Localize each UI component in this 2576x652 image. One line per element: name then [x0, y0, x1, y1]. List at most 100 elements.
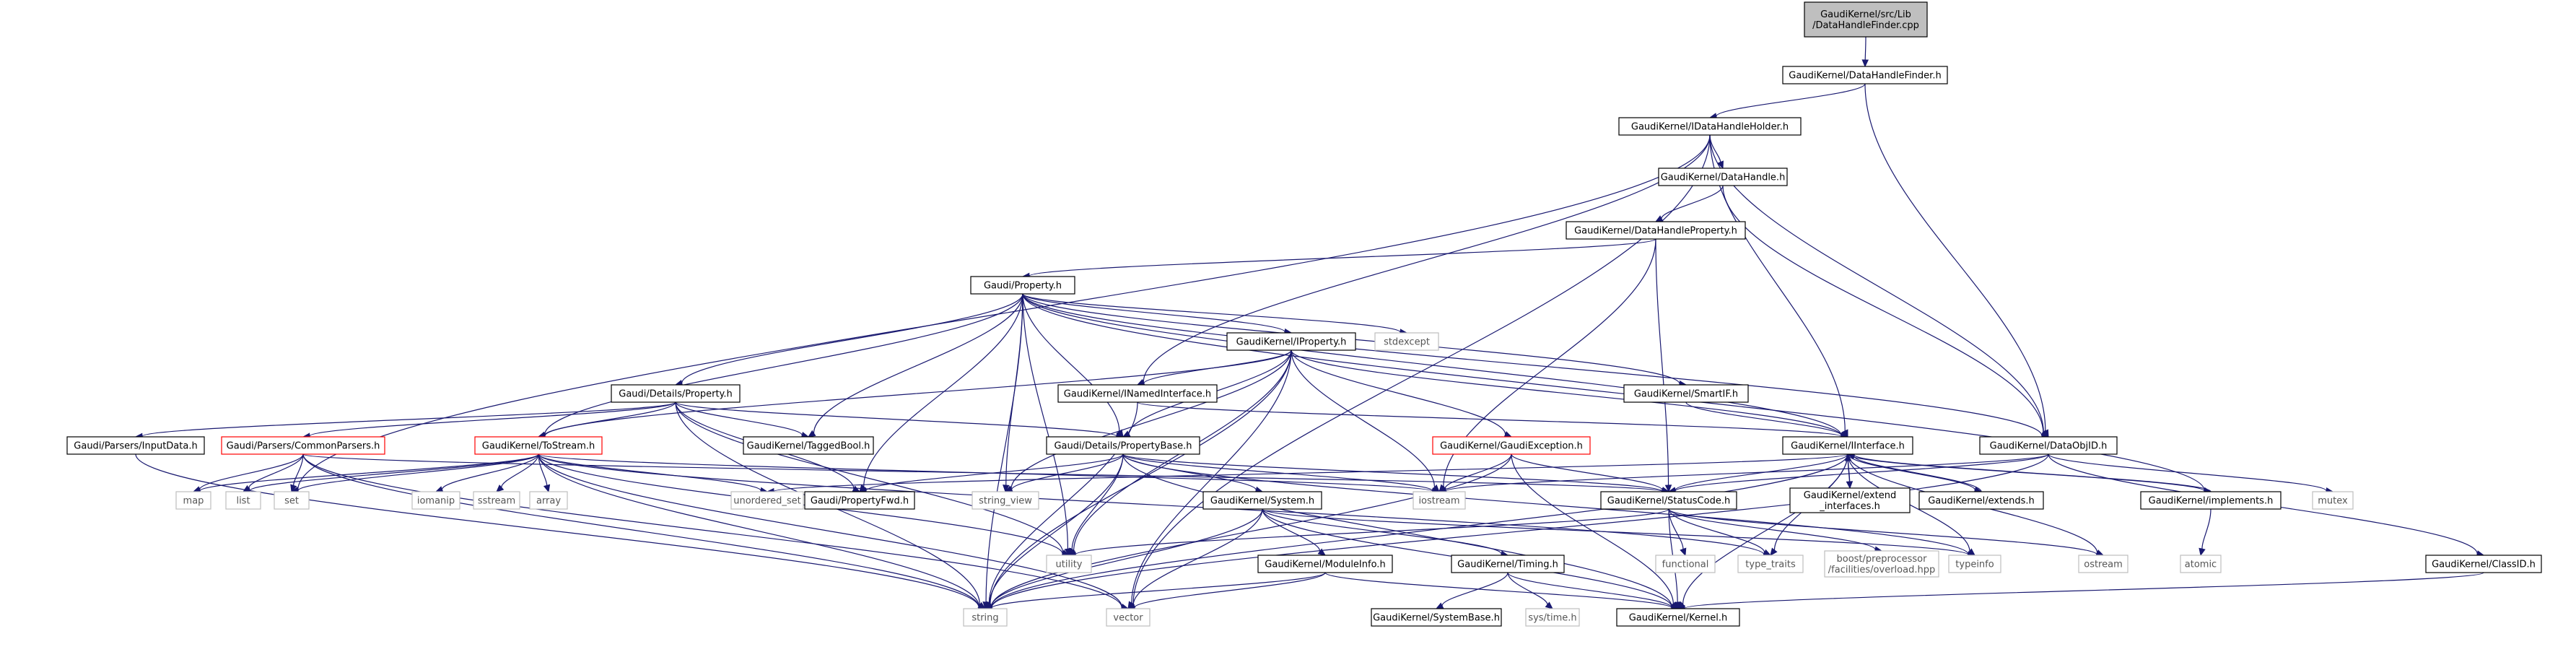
- node-box: [2425, 555, 2542, 573]
- node-tostream[interactable]: GaudiKernel/ToStream.h: [474, 436, 603, 455]
- node-label: ostream: [2084, 560, 2123, 570]
- node-boostpp[interactable]: boost/preprocessor/facilities/overload.h…: [1824, 550, 1939, 578]
- node-commonparsers[interactable]: Gaudi/Parsers/CommonParsers.h: [221, 436, 385, 455]
- node-system[interactable]: GaudiKernel/System.h: [1202, 491, 1322, 510]
- node-iproperty[interactable]: GaudiKernel/IProperty.h: [1226, 332, 1356, 351]
- node-sysbase[interactable]: GaudiKernel/SystemBase.h: [1371, 608, 1502, 627]
- node-iinterface[interactable]: GaudiKernel/IInterface.h: [1782, 436, 1913, 455]
- edge-line: [991, 453, 2049, 608]
- node-stdexcept[interactable]: stdexcept: [1374, 332, 1439, 351]
- node-moduleinfo[interactable]: GaudiKernel/ModuleInfo.h: [1257, 555, 1393, 573]
- node-propbase[interactable]: Gaudi/Details/PropertyBase.h: [1046, 436, 1200, 455]
- node-type-traits[interactable]: type_traits: [1737, 555, 1804, 573]
- node-label: sstream: [478, 496, 515, 507]
- node-classid[interactable]: GaudiKernel/ClassID.h: [2425, 555, 2542, 573]
- node-label: atomic: [2185, 560, 2217, 570]
- edge-detprop-to-propbase: [675, 401, 1125, 440]
- edge-detprop-to-inputdata: [134, 401, 676, 440]
- node-array[interactable]: array: [529, 491, 568, 510]
- edge-commonparsers-to-set: [290, 453, 304, 493]
- edge-property-to-stdexcept: [1022, 293, 1408, 336]
- node-label: GaudiKernel/DataHandleProperty.h: [1574, 226, 1737, 237]
- node-implements[interactable]: GaudiKernel/implements.h: [2140, 491, 2282, 510]
- edge-system-to-moduleinfo: [1262, 508, 1326, 556]
- node-root[interactable]: GaudiKernel/src/Lib/DataHandleFinder.cpp: [1804, 1, 1928, 38]
- node-string-view[interactable]: string_view: [972, 491, 1039, 510]
- edge-line: [990, 508, 1263, 607]
- edge-line: [991, 453, 1512, 607]
- edge-arrowhead: [1770, 547, 1778, 556]
- edge-line: [538, 453, 1433, 492]
- node-detprop[interactable]: Gaudi/Details/Property.h: [611, 384, 741, 403]
- node-label: GaudiKernel/Timing.h: [1457, 560, 1558, 570]
- node-typeinfo[interactable]: typeinfo: [1948, 555, 2001, 573]
- node-vector[interactable]: vector: [1106, 608, 1151, 627]
- edge-arrowhead: [1545, 601, 1553, 609]
- node-extendifc[interactable]: GaudiKernel/extend_interfaces.h: [1789, 487, 1911, 513]
- node-ostream[interactable]: ostream: [2078, 555, 2129, 573]
- node-sstream[interactable]: sstream: [473, 491, 520, 510]
- node-set[interactable]: set: [274, 491, 310, 510]
- edge-line: [1122, 453, 1969, 555]
- node-statuscode[interactable]: GaudiKernel/StatusCode.h: [1600, 491, 1737, 510]
- edge-iinterface-to-unordered-set: [766, 453, 1848, 495]
- node-unordered-set[interactable]: unordered_set: [730, 491, 804, 510]
- node-smartif[interactable]: GaudiKernel/SmartIF.h: [1623, 384, 1749, 403]
- node-box: [1257, 555, 1393, 573]
- node-functional[interactable]: functional: [1655, 555, 1716, 573]
- node-label: stdexcept: [1384, 337, 1430, 348]
- edge-line: [990, 349, 1292, 605]
- edge-extendifc-to-iinterface: [1844, 453, 1852, 489]
- node-gaudiexc[interactable]: GaudiKernel/GaudiException.h: [1432, 436, 1591, 455]
- node-map[interactable]: map: [175, 491, 211, 510]
- node-label: mutex: [2318, 496, 2348, 507]
- node-inputdata[interactable]: Gaudi/Parsers/InputData.h: [66, 436, 205, 455]
- node-dataobjid[interactable]: GaudiKernel/DataObjID.h: [1979, 436, 2118, 455]
- node-utility[interactable]: utility: [1046, 555, 1092, 573]
- node-property[interactable]: Gaudi/Property.h: [970, 276, 1075, 295]
- node-label: GaudiKernel/StatusCode.h: [1607, 496, 1730, 507]
- edge-property-to-tostream: [537, 293, 1023, 438]
- node-box: [1782, 66, 1948, 84]
- node-idhholder[interactable]: GaudiKernel/IDataHandleHolder.h: [1618, 117, 1802, 136]
- node-label: string: [972, 613, 998, 624]
- node-box: [411, 491, 460, 510]
- edge-dhfinder-to-dataobjid: [1864, 83, 2049, 438]
- node-iomanip[interactable]: iomanip: [411, 491, 460, 510]
- node-label: GaudiKernel/extends.h: [1928, 496, 2035, 507]
- node-label: Gaudi/PropertyFwd.h: [811, 496, 909, 507]
- node-box: [2180, 555, 2222, 573]
- edge-line: [675, 401, 803, 436]
- node-dhfinder[interactable]: GaudiKernel/DataHandleFinder.h: [1782, 66, 1948, 84]
- edge-tostream-to-iomanip: [435, 453, 539, 493]
- node-box: [804, 491, 915, 510]
- edge-line: [681, 293, 1023, 383]
- node-atomic[interactable]: atomic: [2180, 555, 2222, 573]
- node-inamed[interactable]: GaudiKernel/INamedInterface.h: [1057, 384, 1218, 403]
- node-label: Gaudi/Property.h: [984, 281, 1062, 292]
- node-box: [175, 491, 211, 510]
- node-iostream[interactable]: iostream: [1413, 491, 1466, 510]
- node-string[interactable]: string: [963, 608, 1008, 627]
- edge-line: [248, 453, 304, 489]
- node-timing[interactable]: GaudiKernel/Timing.h: [1451, 555, 1565, 573]
- node-propfwd[interactable]: Gaudi/PropertyFwd.h: [804, 491, 915, 510]
- node-mutex[interactable]: mutex: [2312, 491, 2354, 510]
- edge-line: [1022, 293, 1842, 436]
- node-label: Gaudi/Details/Property.h: [619, 389, 733, 400]
- node-dhproperty[interactable]: GaudiKernel/DataHandleProperty.h: [1566, 221, 1746, 240]
- node-extends[interactable]: GaudiKernel/extends.h: [1918, 491, 2044, 510]
- edge-line: [544, 401, 676, 436]
- node-list[interactable]: list: [225, 491, 261, 510]
- node-label: GaudiKernel/SystemBase.h: [1373, 613, 1500, 624]
- edge-line: [863, 293, 1023, 487]
- edge-tostream-to-sstream: [496, 453, 539, 492]
- node-kernel[interactable]: GaudiKernel/Kernel.h: [1616, 608, 1740, 627]
- edge-line: [1131, 349, 1292, 604]
- node-systime[interactable]: sys/time.h: [1525, 608, 1580, 627]
- node-label: unordered_set: [733, 496, 800, 507]
- node-datahandle[interactable]: GaudiKernel/DataHandle.h: [1658, 168, 1788, 186]
- node-label: utility: [1056, 560, 1083, 570]
- node-label: GaudiKernel/DataObjID.h: [1990, 441, 2108, 452]
- node-taggedbool[interactable]: GaudiKernel/TaggedBool.h: [743, 436, 874, 455]
